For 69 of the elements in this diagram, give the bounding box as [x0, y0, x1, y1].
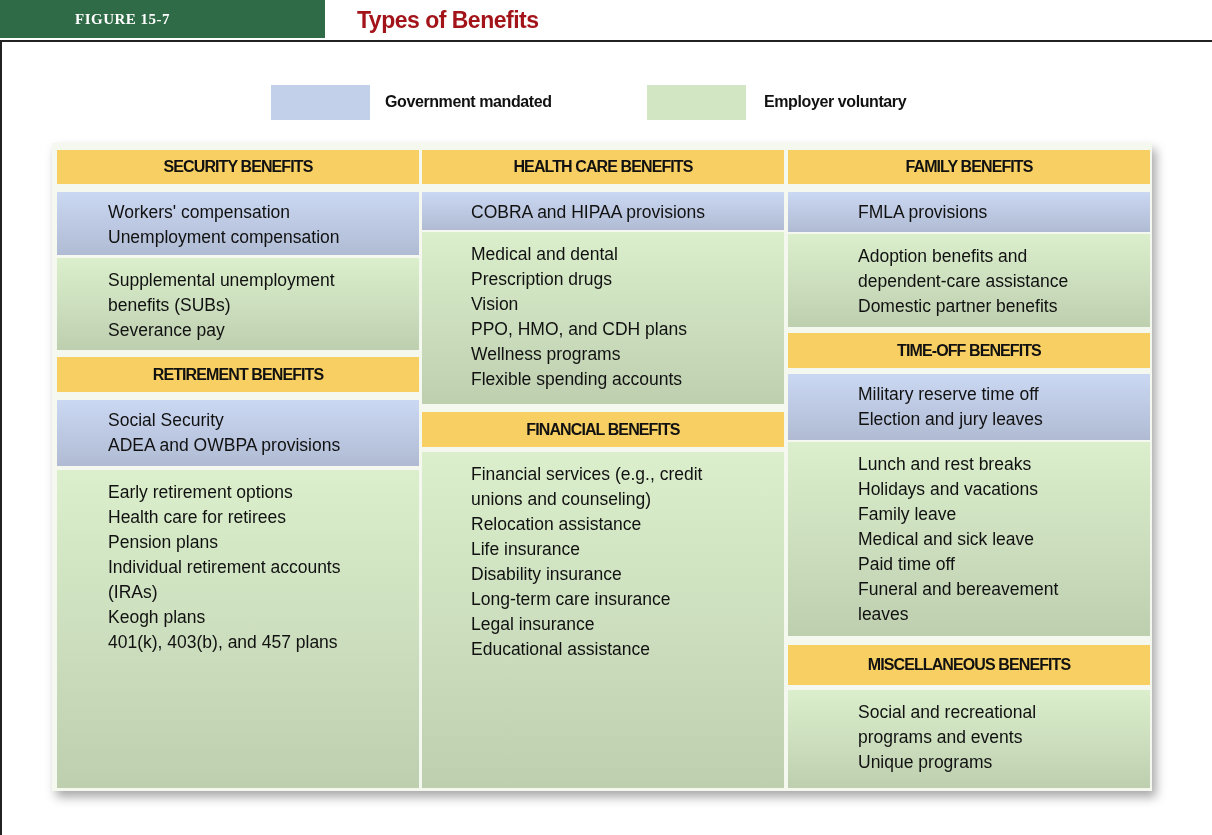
benefit-item: COBRA and HIPAA provisions	[471, 201, 707, 224]
benefit-item: Paid time off	[858, 553, 956, 576]
section-heading: TIME-OFF BENEFITS	[897, 341, 1041, 360]
section-header	[788, 333, 1150, 368]
legend-label: Employer voluntary	[764, 93, 907, 111]
benefit-item: Early retirement options	[108, 481, 294, 504]
benefit-item: Flexible spending accounts	[471, 368, 684, 391]
benefit-item: Workers' compensation	[108, 201, 291, 224]
benefit-item: Long-term care insurance	[471, 588, 672, 611]
mandated-benefits-box	[788, 192, 1150, 232]
benefit-item: Individual retirement accounts (IRAs)	[108, 556, 342, 604]
section-heading: RETIREMENT BENEFITS	[152, 365, 324, 384]
benefit-item: Relocation assistance	[471, 513, 643, 536]
mandated-benefits-box	[788, 374, 1150, 440]
section-heading: FINANCIAL BENEFITS	[526, 420, 680, 439]
benefit-item: 401(k), 403(b), and 457 plans	[108, 631, 339, 654]
benefit-item: Social Security	[108, 409, 225, 432]
section-heading: MISCELLANEOUS BENEFITS	[867, 656, 1071, 674]
figure-number: FIGURE 15-7	[75, 10, 171, 28]
benefit-item: Funeral and bereavement leaves	[858, 578, 1060, 626]
benefit-item: Vision	[471, 293, 520, 316]
mandated-benefits-box	[57, 192, 419, 255]
benefit-item: Unemployment compensation	[108, 226, 341, 249]
benefit-item: Severance pay	[108, 319, 226, 342]
section-header	[422, 412, 784, 447]
section-heading: SECURITY BENEFITS	[163, 158, 313, 176]
benefit-item: Family leave	[858, 503, 958, 526]
benefit-item: Medical and dental	[471, 243, 619, 266]
benefit-item: Unique programs	[858, 751, 994, 774]
benefit-item: Military reserve time off	[858, 383, 1040, 406]
voluntary-benefits-box	[57, 258, 419, 350]
benefit-item: Supplemental unemployment benefits (SUBs)	[108, 269, 336, 317]
benefit-item: Medical and sick leave	[858, 528, 1036, 551]
section-header	[57, 150, 419, 184]
section-header	[422, 150, 784, 184]
benefit-item: PPO, HMO, and CDH plans	[471, 318, 688, 341]
benefit-item: Pension plans	[108, 531, 219, 554]
benefit-item: Keogh plans	[108, 606, 207, 629]
section-header	[57, 357, 419, 392]
mandated-benefits-box	[57, 400, 419, 466]
voluntary-benefits-box	[788, 690, 1150, 788]
voluntary-benefits-box	[57, 470, 419, 788]
voluntary-benefits-box	[788, 442, 1150, 636]
voluntary-benefits-box	[788, 234, 1150, 327]
benefit-item: Adoption benefits and dependent-care assistance	[858, 245, 1070, 293]
section-heading: HEALTH CARE BENEFITS	[513, 158, 693, 176]
benefit-item: Domestic partner benefits	[858, 295, 1059, 318]
title: Types of Benefits	[357, 7, 539, 34]
benefit-item: Prescription drugs	[471, 268, 614, 291]
section-header	[788, 645, 1150, 685]
voluntary-benefits-box	[422, 232, 784, 404]
benefit-item: Life insurance	[471, 538, 581, 561]
section-heading: FAMILY BENEFITS	[905, 158, 1033, 176]
benefit-item: Health care for retirees	[108, 506, 287, 529]
benefit-item: FMLA provisions	[858, 201, 989, 224]
legend-label: Government mandated	[385, 93, 552, 111]
benefit-item: Lunch and rest breaks	[858, 453, 1033, 476]
mandated-benefits-box	[422, 192, 784, 230]
benefit-item: Educational assistance	[471, 638, 651, 661]
benefit-item: Election and jury leaves	[858, 408, 1044, 431]
benefit-item: Wellness programs	[471, 343, 622, 366]
voluntary-benefits-box	[422, 452, 784, 788]
benefit-item: ADEA and OWBPA provisions	[108, 434, 342, 457]
section-header	[788, 150, 1150, 184]
benefit-item: Social and recreational programs and events	[858, 701, 1038, 749]
benefit-item: Disability insurance	[471, 563, 623, 586]
benefit-item: Legal insurance	[471, 613, 596, 636]
benefit-item: Holidays and vacations	[858, 478, 1039, 501]
benefit-item: Financial services (e.g., credit unions and counseling)	[471, 463, 704, 511]
